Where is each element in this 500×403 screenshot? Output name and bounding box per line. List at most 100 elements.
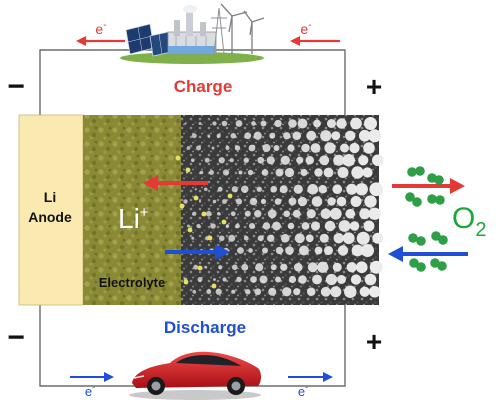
oxygen-label: O2	[452, 202, 486, 241]
cathode-pore	[301, 222, 310, 230]
cathode-pore	[243, 157, 249, 163]
terminal-positive-bottom: +	[366, 326, 382, 357]
cathode-pore	[323, 167, 334, 178]
cathode-pore	[337, 275, 346, 284]
cathode-pore	[270, 264, 277, 271]
cathode-pore	[205, 210, 212, 217]
cathode-pore	[194, 188, 197, 191]
cathode-pore	[212, 199, 217, 204]
cathode-pore	[191, 236, 195, 240]
cathode-pore	[257, 156, 265, 164]
cathode-pore	[272, 221, 281, 231]
cathode-pore	[333, 233, 344, 244]
cathode-pore	[362, 167, 373, 178]
cathode-pore	[297, 196, 308, 207]
cathode-pore	[283, 132, 291, 140]
cathode-pore	[325, 273, 338, 286]
cathode-pore	[197, 277, 203, 282]
cathode-pore	[248, 144, 256, 152]
lithium-ion-dot	[227, 193, 233, 199]
cathode-pore	[207, 134, 211, 138]
cathode-pore	[216, 133, 221, 138]
cathode-pore	[307, 183, 319, 195]
cathode-pore	[359, 208, 371, 220]
cathode-pore	[193, 264, 199, 270]
cathode-pore	[332, 184, 343, 195]
cathode-pore	[356, 231, 370, 245]
cathode-pore	[319, 155, 330, 166]
cathode-pore	[363, 142, 375, 154]
wind-turbines	[220, 3, 265, 54]
cathode-pore	[212, 121, 217, 126]
cathode-pore	[245, 289, 251, 295]
cathode-pore	[222, 169, 230, 176]
cathode-pore	[364, 273, 377, 286]
cathode-pore	[238, 170, 243, 175]
cathode-pore	[211, 146, 215, 150]
cathode-pore	[305, 234, 314, 243]
cathode-pore	[350, 117, 362, 130]
cathode-pore	[270, 185, 278, 193]
charge-label: Charge	[174, 77, 233, 96]
cathode-pore	[198, 200, 202, 203]
cathode-pore	[372, 232, 384, 244]
cathode-pore	[254, 288, 262, 296]
cathode-pore	[225, 145, 230, 151]
cathode-pore	[274, 198, 282, 205]
cathode-pore	[318, 185, 327, 194]
cathode-pore	[262, 222, 271, 230]
cathode-pore	[279, 185, 288, 194]
cathode-pore	[323, 245, 334, 256]
cathode-pore	[351, 166, 364, 179]
cathode-pore	[275, 168, 284, 177]
cathode-pore	[209, 170, 214, 175]
power-pylon	[211, 7, 227, 55]
cathode-pore	[231, 289, 236, 294]
lithium-ion-dot	[175, 155, 181, 161]
bottom-electron-arrows: e- e-	[70, 372, 333, 399]
cathode-pore	[320, 130, 332, 142]
cathode-pore	[253, 131, 262, 140]
cathode-pore	[350, 274, 362, 285]
cathode-pore	[198, 122, 202, 125]
cathode-pore	[342, 232, 355, 245]
power-station	[167, 5, 217, 55]
electron-arrow-top-left: e-	[76, 20, 125, 46]
cathode-pore	[345, 130, 356, 141]
lithium-ion-label: Li+	[118, 203, 149, 234]
cathode-pore	[292, 209, 301, 218]
cathode-pore	[235, 198, 243, 205]
cathode-pore	[190, 158, 195, 163]
lithium-ion-dot	[201, 211, 207, 217]
cathode-pore	[288, 197, 297, 206]
cathode-pore	[254, 210, 262, 218]
cathode-pore	[320, 208, 332, 220]
cathode-pore	[260, 120, 267, 127]
cathode-pore	[330, 286, 342, 298]
cathode-pore	[217, 212, 221, 216]
cathode-pore	[229, 158, 234, 163]
cathode-pore	[262, 143, 271, 153]
cathode-pore	[358, 129, 371, 142]
cathode-pore	[368, 207, 381, 220]
cathode-pore	[218, 157, 225, 164]
cathode-pore	[273, 145, 280, 151]
cathode-pore	[248, 248, 253, 253]
electron-label-top-right: e-	[300, 20, 311, 37]
cathode-pore	[230, 211, 236, 217]
cathode-pore	[344, 285, 357, 298]
cathode-pore	[345, 208, 356, 219]
electron-arrow-top-right: e-	[290, 20, 340, 46]
electron-arrow-bottom-right: e-	[288, 372, 333, 399]
cathode-pore	[310, 143, 321, 153]
cathode-pore	[349, 221, 360, 231]
cathode-pore	[369, 260, 383, 274]
cathode-pore	[275, 276, 281, 283]
cathode-pore	[371, 154, 384, 167]
cathode-pore	[268, 287, 277, 296]
cathode-pore	[240, 185, 249, 194]
lithium-ion-dot	[193, 195, 199, 201]
cathode-pore	[355, 183, 368, 196]
cathode-pore	[248, 222, 256, 230]
cathode-pore	[218, 265, 223, 270]
